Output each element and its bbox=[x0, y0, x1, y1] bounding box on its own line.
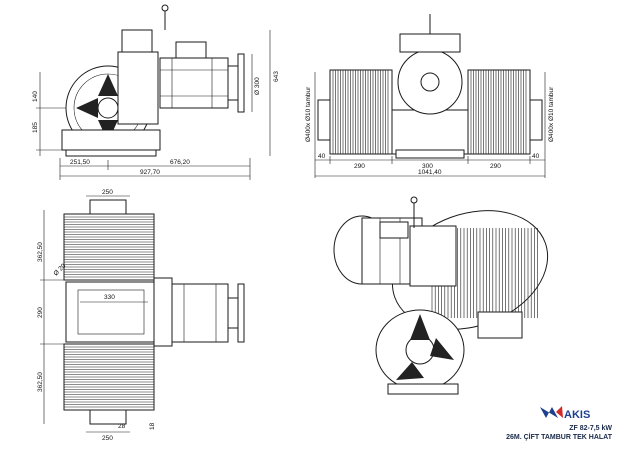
side-dim-flange-dia: Ø 300 bbox=[254, 77, 261, 95]
side-dim-185: 185 bbox=[32, 122, 39, 133]
top-dim-290: 290 bbox=[37, 307, 44, 318]
front-dim-overall-width: 1041,40 bbox=[418, 169, 442, 176]
top-dim-362-lower: 362,50 bbox=[37, 372, 44, 392]
akis-logo bbox=[540, 406, 563, 418]
side-dim-140: 140 bbox=[32, 91, 39, 102]
drawing-caption: ZF 82-7,5 kW 26M. ÇİFT TAMBUR TEK HALAT bbox=[452, 424, 612, 442]
top-view bbox=[40, 195, 245, 433]
top-dim-28: 28 bbox=[118, 423, 126, 430]
top-dim-18: 18 bbox=[149, 422, 156, 430]
akis-logo-text: AKIS bbox=[564, 409, 590, 421]
front-dim-40-right: 40 bbox=[532, 153, 540, 160]
top-dim-330: 330 bbox=[104, 294, 115, 301]
front-dim-drum-right: Ø400x Ø10 tambur bbox=[548, 86, 555, 142]
caption-model: ZF 82-7,5 kW bbox=[569, 425, 612, 432]
front-dim-290-left: 290 bbox=[354, 163, 365, 170]
front-dim-drum-left: Ø400x Ø10 tambur bbox=[305, 86, 312, 142]
side-dim-251: 251,50 bbox=[70, 159, 90, 166]
top-dim-250-top: 250 bbox=[102, 189, 113, 196]
isometric-view bbox=[333, 196, 549, 395]
side-dim-overall-height: 643 bbox=[273, 71, 280, 82]
front-view bbox=[314, 14, 546, 178]
top-dim-250-bottom: 250 bbox=[102, 435, 113, 442]
side-dim-676: 676,20 bbox=[170, 159, 190, 166]
front-dim-290-right: 290 bbox=[490, 163, 501, 170]
caption-description: 26M. ÇİFT TAMBUR TEK HALAT bbox=[506, 434, 612, 441]
side-dim-overall-width: 927,70 bbox=[140, 169, 160, 176]
front-dim-40-left: 40 bbox=[318, 153, 326, 160]
top-dim-362-upper: 362,50 bbox=[37, 242, 44, 262]
side-view bbox=[36, 4, 271, 180]
front-dim-300: 300 bbox=[422, 163, 433, 170]
